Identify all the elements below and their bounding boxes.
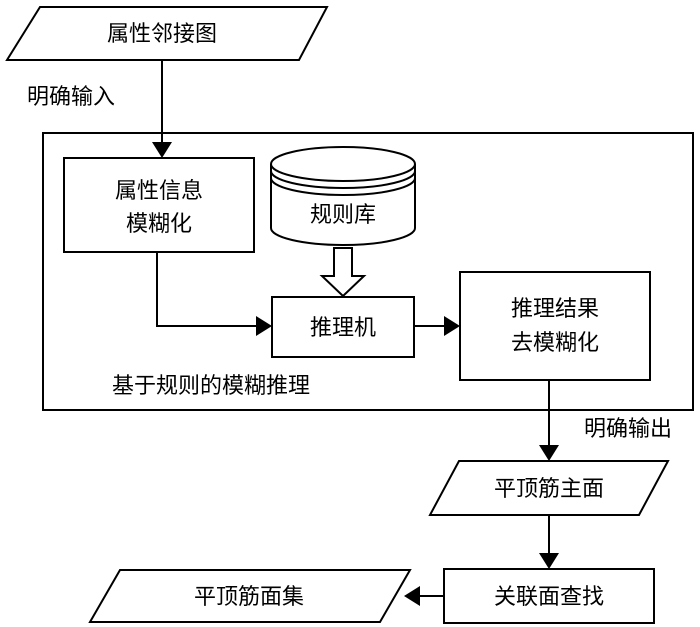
- defuzzify-label-line2: 去模糊化: [511, 331, 599, 356]
- crisp-output-label: 明确输出: [584, 417, 672, 442]
- inference-engine-node: [271, 296, 415, 358]
- rule-base-hollow-arrow: [319, 247, 367, 298]
- inference-engine-label: 推理机: [310, 316, 376, 341]
- fuzzy-reasoning-caption: 基于规则的模糊推理: [112, 374, 310, 399]
- fuzzify-node: [63, 157, 255, 253]
- arrow-output-head: [539, 445, 559, 461]
- rule-base-rim-2: [270, 170, 416, 189]
- fuzzify-label-line2: 模糊化: [126, 212, 192, 237]
- crisp-input-label: 明确输入: [27, 85, 115, 110]
- arrow-search-head: [404, 586, 420, 606]
- rule-base-rim-3: [270, 177, 416, 196]
- arrow-mainface-head: [539, 553, 559, 569]
- flat-top-main-face-label: 平顶筋主面: [494, 477, 604, 502]
- flat-top-face-set-label: 平顶筋面集: [194, 585, 304, 610]
- fuzzy-reasoning-frame: [42, 132, 694, 411]
- arrow-inference-head: [444, 316, 460, 336]
- arrow-input-head: [152, 142, 172, 158]
- defuzzify-label-line1: 推理结果: [511, 297, 599, 322]
- flat-top-face-set-node: [88, 569, 412, 623]
- arrow-fuzzify-line: [156, 252, 256, 327]
- flat-top-main-face-node: [428, 460, 670, 516]
- associated-face-search-label: 关联面查找: [494, 585, 604, 610]
- attribute-graph-label: 属性邻接图: [107, 22, 217, 47]
- arrow-fuzzify-head: [256, 316, 272, 336]
- fuzzify-label-line1: 属性信息: [115, 179, 203, 204]
- associated-face-search-node: [443, 568, 655, 624]
- rule-base-rim-1: [270, 163, 416, 182]
- attribute-graph-node: [5, 6, 329, 61]
- rule-base-label: 规则库: [310, 203, 376, 228]
- defuzzify-node: [459, 271, 651, 381]
